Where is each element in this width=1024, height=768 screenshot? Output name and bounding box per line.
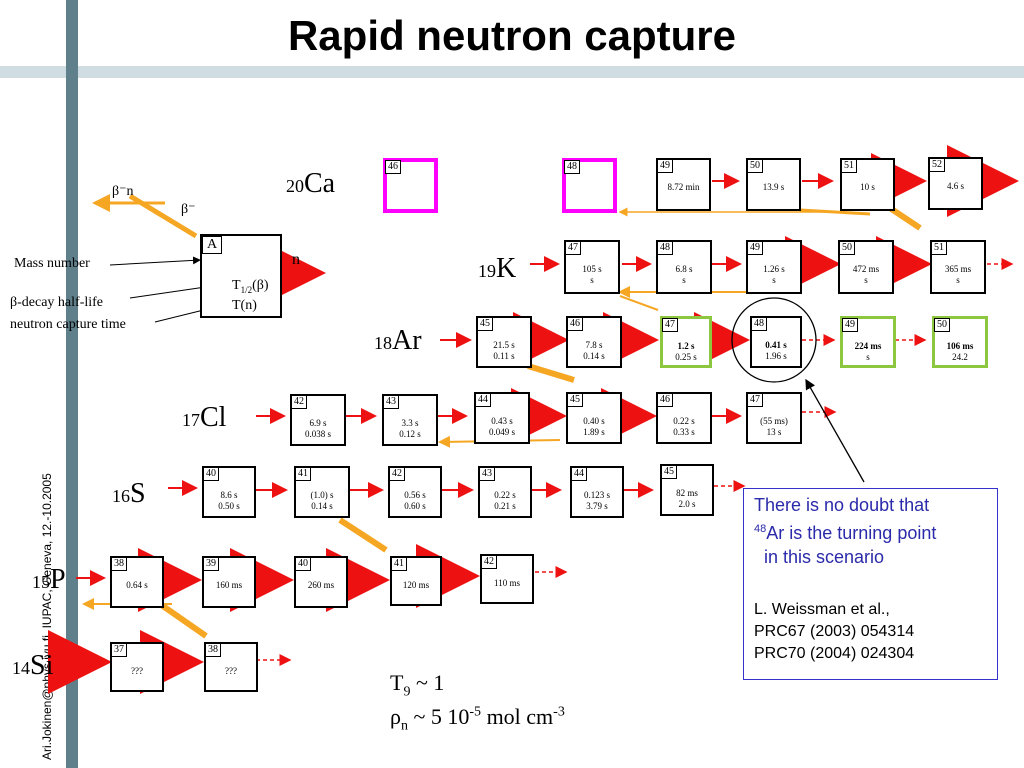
legend-beta-halflife: β-decay half-life — [10, 295, 104, 310]
legend-beta-label: β⁻ — [181, 202, 196, 217]
temperature-condition: T9 ~ 1 — [390, 670, 445, 700]
element-label-s: 16S — [112, 478, 146, 509]
page-title: Rapid neutron capture — [287, 12, 737, 59]
legend-capture-time: neutron capture time — [10, 317, 126, 332]
legend-beta-n-label: β⁻n — [112, 184, 134, 199]
legend-box-A: A — [202, 236, 223, 254]
turning-point-circle — [731, 297, 817, 383]
legend-box: A T1/2(β) T(n) — [200, 234, 282, 318]
pointer-line — [805, 378, 865, 483]
capture-arrows — [48, 145, 1019, 694]
nuclide-cl-47: 47(55 ms)13 s — [746, 392, 802, 444]
nuclide-si-38: 38??? — [204, 642, 258, 692]
density-condition: ρn ~ 5 10-5 mol cm-3 — [390, 704, 565, 734]
element-label-k: 19K — [478, 253, 517, 284]
info-reference: L. Weissman et al., PRC67 (2003) 054314 … — [754, 601, 915, 662]
element-label-ar: 18Ar — [374, 325, 422, 356]
info-text: There is no doubt that 48Ar is the turni… — [754, 495, 937, 567]
left-bar — [66, 0, 78, 768]
legend-n-label: n — [292, 251, 300, 268]
legend-box-tn: T(n) — [232, 298, 257, 313]
beta-arrows — [82, 205, 922, 639]
nuclide-ca-48: 48 — [562, 158, 617, 213]
nuclide-si-37: 37??? — [110, 642, 164, 692]
element-label-cl: 17Cl — [182, 402, 227, 433]
nuclide-ca-46: 46 — [383, 158, 438, 213]
element-label-ca: 20Ca — [286, 168, 336, 199]
legend-box-t12: T1/2(β) — [232, 278, 269, 295]
legend-mass-number: Mass number — [14, 256, 90, 271]
element-label-si: 14Si — [12, 650, 54, 681]
header-band — [0, 66, 1024, 78]
info-box: There is no doubt that 48Ar is the turni… — [743, 488, 998, 680]
element-label-p: 15P — [32, 564, 66, 595]
